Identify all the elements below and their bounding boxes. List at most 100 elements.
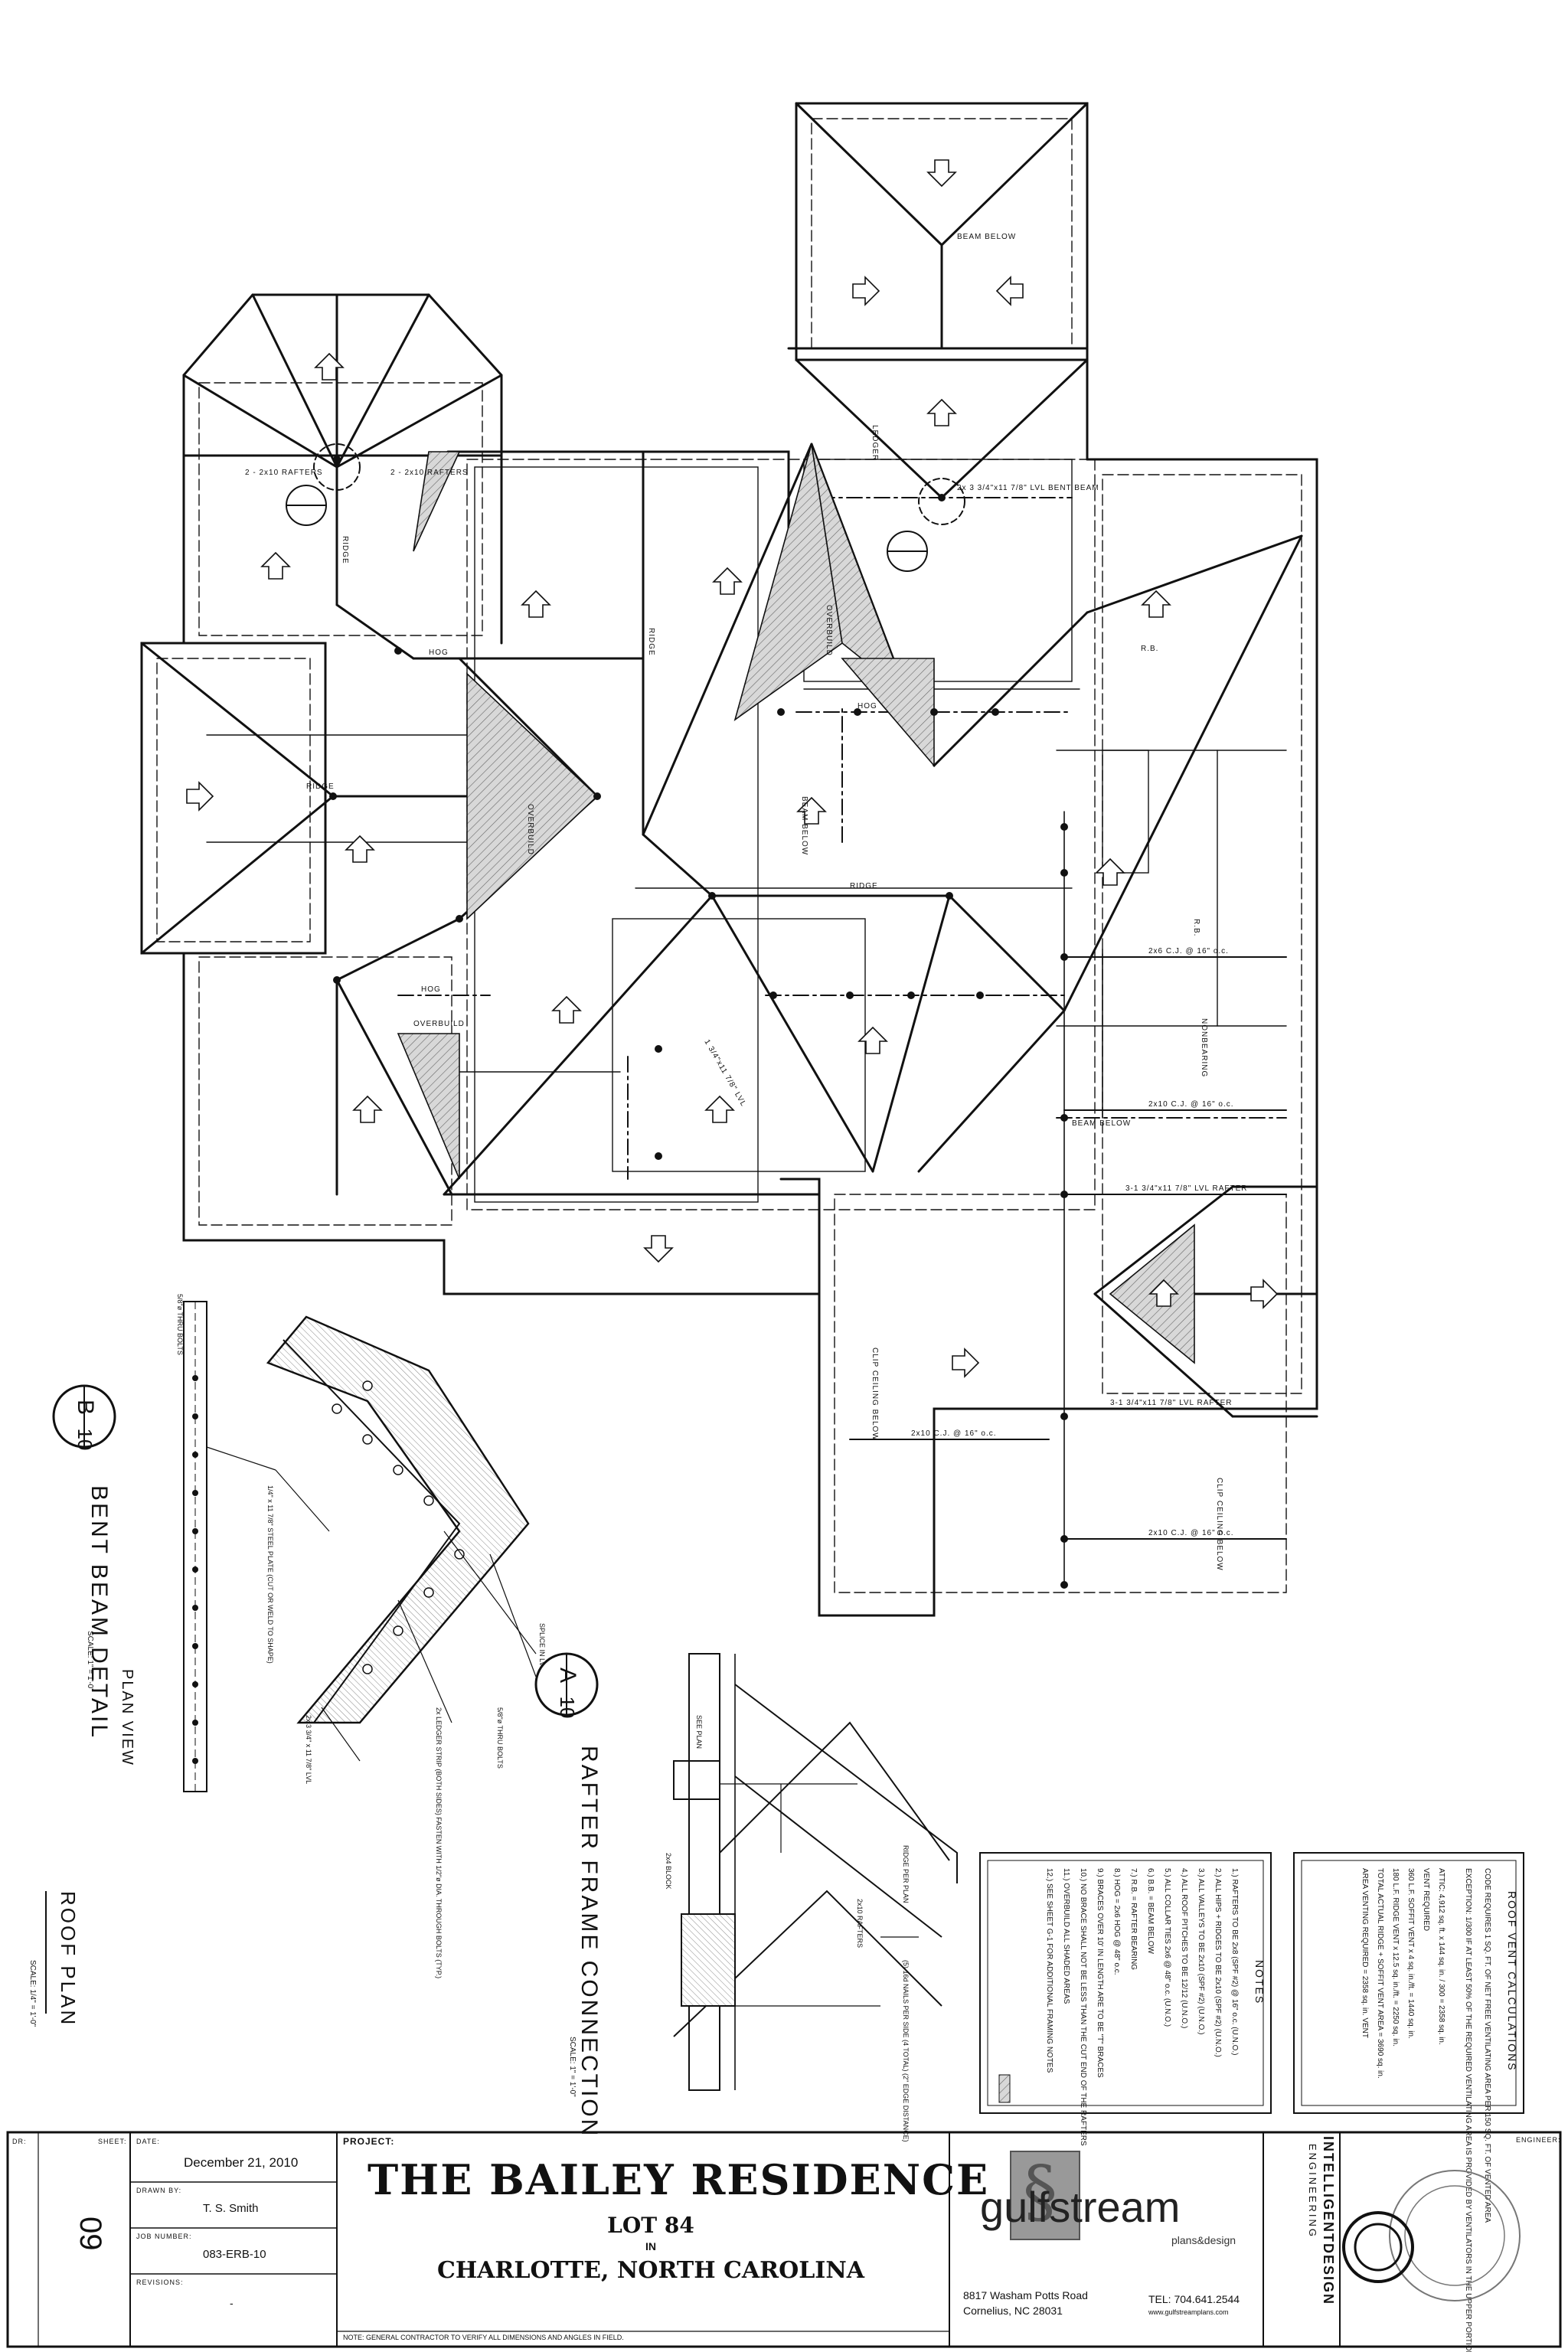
clip-ceiling-label: CLIP CEILING BELOW (871, 1348, 879, 1441)
drawn-value: T. S. Smith (203, 2202, 259, 2215)
beam-lines (198, 455, 1287, 1180)
vent-calc-panel (1293, 1852, 1524, 2114)
detail-b-note: 5/8"ø THRU BOLTS (496, 1707, 504, 1769)
ridge-label: RIDGE (306, 782, 335, 791)
nonbearing-label: NONBEARING (1200, 1018, 1208, 1077)
ceiling-joist-label: 2x6 C.J. @ 16" o.c. (1148, 947, 1229, 956)
date-value: December 21, 2010 (184, 2155, 299, 2170)
engineer-label: ENGINEER: (1516, 2136, 1561, 2144)
pitch-arrow-icon (186, 782, 214, 811)
detail-a-note: (5) 16d NAILS PER SIDE (4 TOTAL) (2" EDG… (902, 1960, 910, 2142)
post-dots (329, 456, 1068, 1589)
vent-item: TOTAL ACTUAL RIDGE + SOFFIT VENT AREA = … (1376, 1868, 1384, 2079)
pitch-arrow-icon (713, 567, 742, 595)
beam-below-label: BEAM BELOW (957, 233, 1016, 241)
roof-outline (140, 102, 1318, 1617)
pitch-arrow-icon (952, 1348, 979, 1377)
pitch-arrow-icon (521, 590, 550, 618)
pitch-arrow-icon (261, 552, 290, 580)
ledger-label: LEDGER (871, 425, 879, 461)
job-value: 083-ERB-10 (203, 2248, 266, 2261)
bent-beam-label: 2x 3 3/4"x11 7/8" LVL BENT BEAM (957, 484, 1099, 492)
notes-item: 5.) ALL COLLAR TIES 2x6 @ 48" o.c. (U.N.… (1163, 1868, 1171, 2027)
engineer-brand: INTELLIGENTDESIGN (1321, 2136, 1336, 2306)
vent-item: ATTIC: 4,912 sq. ft. x 144 sq. in. / 300… (1437, 1868, 1446, 2045)
vent-item: VENT REQUIRED (1422, 1868, 1430, 1931)
notes-text: NOTES 1.) RAFTERS TO BE 2x8 (SPF #2) @ 1… (1045, 1868, 1266, 2146)
hip-ridge-lines (140, 102, 1318, 1586)
structure-lines (206, 459, 1287, 1203)
notes-item: 1.) RAFTERS TO BE 2x8 (SPF #2) @ 16" o.c… (1230, 1868, 1239, 2056)
detail-b-scale: SCALE: 1" = 1'-0" (86, 1631, 94, 1691)
beam-below-label: BEAM BELOW (800, 796, 808, 855)
vent-heading: ROOF VENT CALCULATIONS (1506, 1891, 1518, 2072)
company-address2: Cornelius, NC 28031 (963, 2305, 1063, 2317)
detail-b-note: 2x LEDGER STRIP (BOTH SIDES) FASTEN WITH… (435, 1707, 443, 1978)
vent-item: AREA VENTING REQUIRED = 2358 sq. in. VEN… (1361, 1868, 1369, 2038)
notes-heading: NOTES (1253, 1960, 1266, 2004)
job-label: JOB NUMBER: (136, 2233, 192, 2240)
company-tel: TEL: 704.641.2544 (1148, 2293, 1240, 2305)
project-city: CHARLOTTE, NORTH CAROLINA (436, 2257, 865, 2284)
lvl-rafter-label: 3-1 3/4"x11 7/8" LVL RAFTER (1125, 1184, 1248, 1193)
vent-item: EXCEPTION: 1/300 IF AT LEAST 50% OF THE … (1464, 1868, 1472, 2352)
hog-label: HOG (858, 702, 877, 710)
notes-item: 6.) B.B. = BEAM BELOW (1146, 1868, 1155, 1955)
project-title: THE BAILEY RESIDENCE (368, 2155, 990, 2204)
detail-a-note: SEE PLAN (695, 1715, 703, 1749)
project-lot: LOT 84 (607, 2213, 694, 2238)
pitch-arrow-icon (1096, 858, 1125, 886)
hog-label: HOG (421, 985, 441, 994)
company-logo-letter: § (1023, 2151, 1057, 2232)
engineer-sub: ENGINEERING (1307, 2144, 1318, 2239)
ceiling-joist-label: 2x10 C.J. @ 16" o.c. (911, 1429, 997, 1438)
notes-panel (979, 1852, 1272, 2114)
project-label: PROJECT: (343, 2136, 395, 2147)
notes-item: 3.) ALL VALLEYS TO BE 2x10 (SPF #2) (U.N… (1197, 1868, 1205, 2035)
detail-b-note: 1/4" x 11 7/8" STEEL PLATE (CUT OR WELD … (266, 1485, 274, 1664)
vent-item: CODE REQUIRES 1 SQ. FT. OF NET FREE VENT… (1483, 1868, 1491, 2223)
pitch-arrow-icon (345, 835, 374, 863)
pitch-arrow-icon (996, 276, 1024, 305)
notes-item: 10.) NO BRACE SHALL NOT BE LESS THAN THE… (1079, 1868, 1087, 2146)
overbuild-label: OVERBUILD (526, 804, 534, 855)
vent-calc-text: ROOF VENT CALCULATIONS CODE REQUIRES 1 S… (1361, 1868, 1518, 2352)
dr-label: DR: (12, 2138, 27, 2145)
rafter-frame-detail (534, 1652, 958, 2091)
overbuild-areas (397, 443, 1195, 1364)
pitch-arrow-icon (927, 159, 956, 187)
detail-a-note: RIDGE PER PLAN (902, 1845, 910, 1903)
lvl-ridge-label: 1 3/4"x11 7/8" LVL (702, 1038, 747, 1108)
roof-plan-title: ROOF PLAN SCALE: 1/4" = 1'-0" (28, 1891, 80, 2027)
roof-plan-scale: SCALE: 1/4" = 1'-0" (28, 1960, 37, 2027)
pitch-arrow-icon (644, 1235, 673, 1263)
pitch-arrow-icon (705, 1096, 734, 1123)
detail-b-title: BENT BEAM DETAIL (87, 1485, 112, 1740)
pitch-arrow-icon (1142, 590, 1171, 618)
ceiling-joist-label: 2x10 C.J. @ 16" o.c. (1148, 1100, 1234, 1109)
sheet-number: 09 (74, 2216, 107, 2251)
clip-ceiling-label: CLIP CEILING BELOW (1215, 1478, 1223, 1571)
detail-a-title: RAFTER FRAME CONNECTION (577, 1746, 602, 2138)
company-web: www.gulfstreamplans.com (1148, 2308, 1229, 2316)
ceiling-joist-label: 2x10 C.J. @ 16" o.c. (1148, 1529, 1234, 1537)
detail-b-sheet: 10 (74, 1429, 96, 1451)
lvl-rafter-label: 3-1 3/4"x11 7/8" LVL RAFTER (1110, 1399, 1233, 1407)
detail-b-note: SPLICE IN LVL's (538, 1623, 546, 1675)
drawn-label: DRAWN BY: (136, 2187, 182, 2194)
hog-label: HOG (429, 648, 449, 657)
notes-item: 12.) SEE SHEET G-1 FOR ADDITIONAL FRAMIN… (1045, 1868, 1054, 2073)
pitch-arrow-icon (858, 1027, 887, 1054)
notes-item: 9.) BRACES OVER 10' IN LENGTH ARE TO BE … (1096, 1868, 1104, 2078)
notes-item: 8.) HOG = 2x6 HOG @ 48" o.c. (1112, 1868, 1121, 1975)
revisions-label: REVISIONS: (136, 2278, 184, 2286)
roof-plan (140, 102, 1318, 1617)
detail-b-letter: B (73, 1400, 98, 1415)
notes-item: 7.) R.B. = RAFTER BEARING (1129, 1868, 1138, 1970)
rafter-label: 2 - 2x10 RAFTERS (390, 469, 469, 477)
ridge-label: RIDGE (341, 536, 349, 564)
revisions-value: - (230, 2297, 234, 2309)
pitch-arrow-icon (852, 276, 880, 305)
pitch-arrow-icon (1250, 1279, 1278, 1308)
